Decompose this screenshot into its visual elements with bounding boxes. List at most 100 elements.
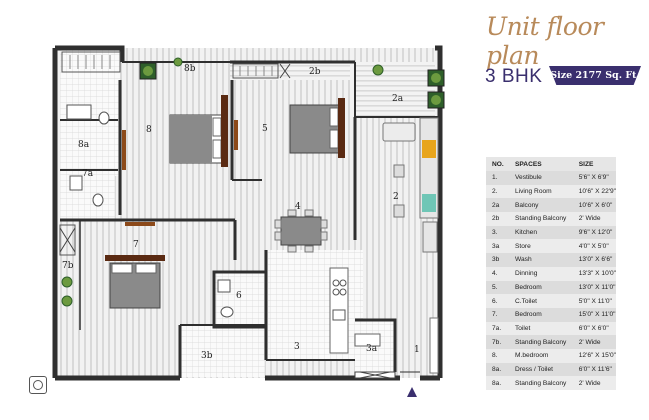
cell-no: 8.: [486, 348, 509, 363]
cell-no: 6.: [486, 294, 509, 308]
cell-size: 6'0" X 6'0": [572, 321, 616, 336]
cell-size: 5'6" X 6'9": [572, 171, 616, 185]
room-label-3: 3: [294, 342, 300, 352]
bed-7: [105, 255, 165, 309]
bed-8: [169, 95, 228, 167]
room-label-2b: 2b: [309, 67, 321, 77]
cell-no: 4.: [486, 266, 509, 281]
room-label-7: 7: [133, 240, 139, 250]
plan-title: Unit floor plan: [486, 12, 604, 70]
wardrobe-7: [125, 222, 155, 226]
header-spaces: SPACES: [509, 157, 573, 171]
cell-space: Vestibule: [509, 171, 573, 185]
bed-5: [289, 98, 345, 158]
cell-size: 13'0" X 6'6": [572, 253, 616, 267]
toilet-fixtures: [66, 104, 234, 318]
room-label-8: 8: [146, 125, 152, 135]
cell-space: Toilet: [509, 321, 573, 336]
cell-size: 13'0" X 11'0": [572, 280, 616, 295]
cell-space: M.bedroom: [509, 348, 573, 363]
room-label-3a: 3a: [366, 344, 378, 354]
room-label-6: 6: [236, 291, 242, 301]
cell-no: 2.: [486, 184, 509, 199]
cell-space: Standing Balcony: [509, 376, 573, 390]
room-label-5: 5: [262, 124, 268, 134]
cell-no: 2a: [486, 198, 509, 213]
room-label-2: 2: [393, 192, 399, 202]
cell-space: Balcony: [509, 198, 573, 213]
cell-size: 9'6" X 12'0": [572, 225, 616, 240]
kitchen-floor: [268, 250, 363, 360]
dining-table: [274, 209, 328, 253]
toilet-7a-floor: [60, 170, 115, 220]
cell-space: Standing Balcony: [509, 335, 573, 349]
cell-no: 8a.: [486, 362, 509, 377]
kitchen-counter: [329, 267, 381, 354]
cell-no: 7a.: [486, 321, 509, 336]
vestibule-shoe-rack: [429, 317, 439, 374]
plant-icons: [61, 57, 445, 307]
wash-cross: [359, 371, 391, 379]
room-label-1: 1: [414, 345, 420, 355]
room-label-7a: 7a: [82, 169, 94, 179]
cell-space: Store: [509, 239, 573, 254]
wardrobe-8: [122, 130, 126, 170]
cell-space: Kitchen: [509, 225, 573, 240]
cell-space: C.Toilet: [509, 294, 573, 308]
cell-size: 5'0" X 11'0": [572, 294, 616, 308]
size-badge: Size 2177 Sq. Ft.: [549, 66, 641, 85]
balcony-railings: [59, 51, 291, 256]
cell-no: 3b: [486, 253, 509, 267]
cell-space: Wash: [509, 253, 573, 267]
cell-size: 4'0" X 5'0": [572, 239, 616, 254]
cell-space: Dinning: [509, 266, 573, 281]
balcony-2a-floor: [355, 62, 435, 117]
cell-size: 2' Wide: [572, 212, 616, 226]
wardrobe-5: [234, 120, 238, 150]
cell-space: Living Room: [509, 184, 573, 199]
balcony-2b-floor: [230, 62, 350, 80]
entry-arrow-icon: [407, 387, 417, 397]
header-size: SIZE: [572, 157, 616, 171]
cell-size: 2' Wide: [572, 376, 616, 390]
room-label-3b: 3b: [201, 351, 213, 361]
bhk-label: 3 BHK: [485, 66, 543, 87]
cell-size: 12'6" X 15'0": [572, 348, 616, 363]
cell-space: Bedroom: [509, 280, 573, 295]
cell-no: 3a: [486, 239, 509, 254]
cell-space: Bedroom: [509, 307, 573, 322]
cell-size: 10'6" X 22'9": [572, 184, 616, 199]
living-sofa: [382, 117, 439, 253]
table-header-row: NO. SPACES SIZE: [486, 157, 616, 171]
room-label-7b: 7b: [62, 261, 74, 271]
room-label-8a: 8a: [78, 140, 90, 150]
cell-space: Dress / Toilet: [509, 362, 573, 377]
cell-space: Standing Balcony: [509, 212, 573, 226]
cell-size: 15'0" X 11'0": [572, 307, 616, 322]
cell-no: 7b.: [486, 335, 509, 349]
header-no: NO.: [486, 157, 509, 171]
room-labels: 1 2 2a 2b 3 3a 3b 4 5 6 7 7a 7b 8 8a 8b: [62, 64, 420, 361]
cell-size: 13'3" X 10'0": [572, 266, 616, 281]
cell-size: 10'6" X 6'0": [572, 198, 616, 213]
wash-floor: [180, 325, 265, 377]
walls: [52, 45, 443, 381]
cell-no: 5.: [486, 280, 509, 295]
